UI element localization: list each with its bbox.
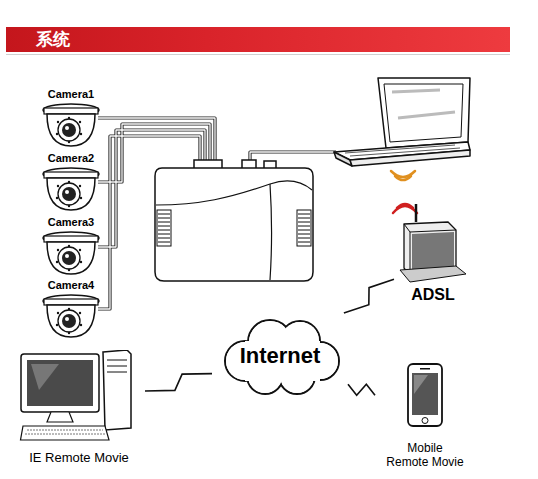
device-label: IE Remote Movie: [16, 451, 142, 466]
diagram-title: 系统: [36, 28, 70, 51]
device-picture: [39, 293, 103, 339]
device-node: ADSL: [394, 202, 472, 304]
device-picture: [406, 362, 444, 430]
device-label: Camera2: [48, 152, 94, 165]
device-picture: [19, 350, 135, 442]
title-rule: [6, 54, 510, 55]
device-node: Camera4: [36, 279, 106, 337]
device-label: Internet: [240, 343, 321, 368]
device-label: Camera1: [48, 88, 94, 101]
lightning-link: [145, 374, 212, 391]
device-node: Internet: [212, 313, 348, 399]
device-label: ADSL: [411, 286, 455, 304]
device-node: Camera2: [36, 152, 106, 210]
device-node: IE Remote Movie: [13, 350, 145, 466]
device-node: Camera1: [36, 88, 106, 146]
device-node: Mobile Remote Movie: [375, 362, 475, 470]
device-label: Camera4: [48, 279, 94, 292]
dvr-box: [155, 160, 313, 281]
laptop: [334, 78, 470, 166]
lightning-link: [344, 279, 394, 313]
title-band: [6, 27, 510, 52]
device-node: Camera3: [36, 216, 106, 274]
device-label: Mobile Remote Movie: [386, 442, 465, 470]
device-picture: [39, 166, 103, 212]
lightning-link: [348, 384, 375, 395]
device-picture: [396, 202, 470, 284]
device-label: Camera3: [48, 216, 94, 229]
device-picture: [39, 230, 103, 276]
device-picture: [39, 102, 103, 148]
